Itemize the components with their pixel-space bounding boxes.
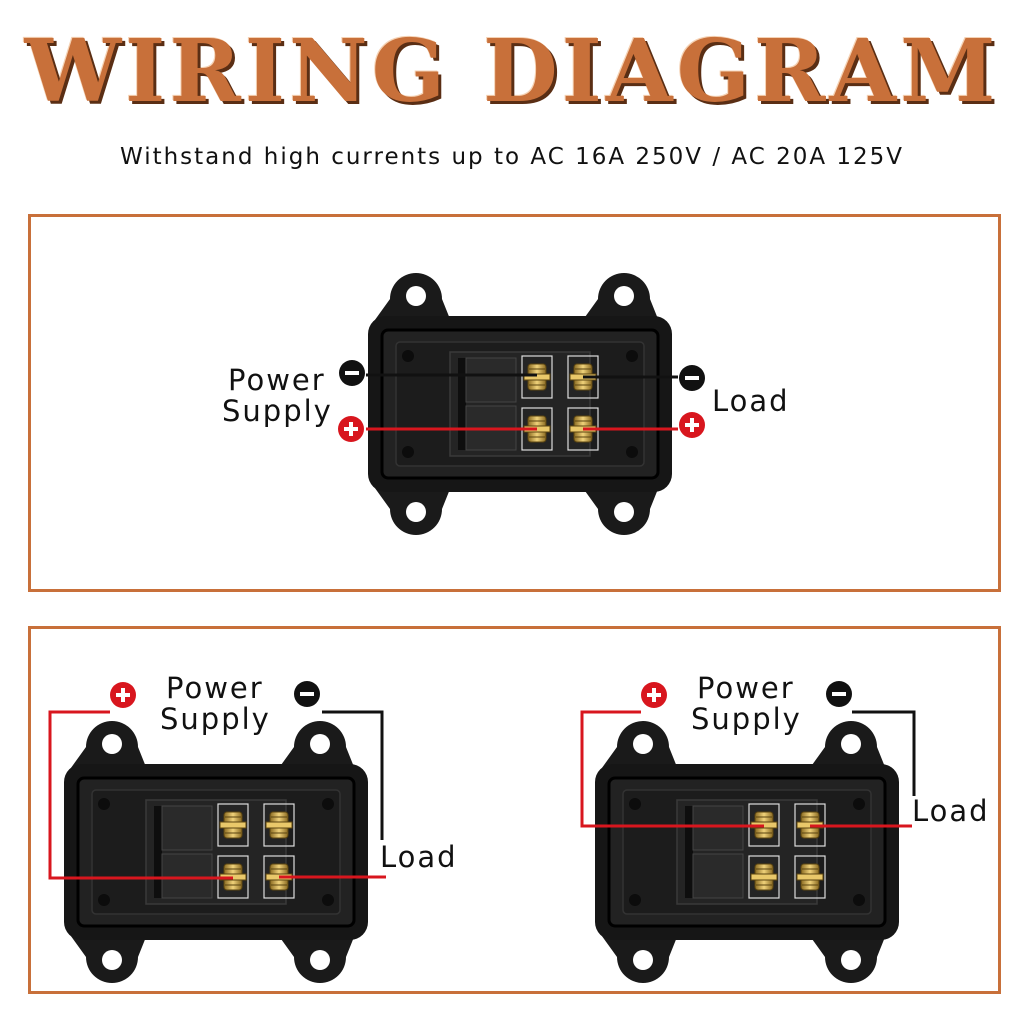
top-load-minus-icon: [679, 365, 705, 391]
bottom-left-switch-illustration: [64, 721, 368, 983]
bottom-left-negative-wire: [322, 710, 384, 840]
bottom-left-power-label: Power: [166, 671, 264, 705]
bottom-right-switch-illustration: [595, 721, 899, 983]
bottom-right-positive-wire: [580, 710, 764, 828]
bottom-right-minus-icon: [826, 681, 852, 707]
bottom-left-plus-icon: [110, 682, 136, 708]
bottom-right-load-label: Load: [912, 794, 990, 828]
top-supply-label: Supply: [222, 394, 333, 428]
bottom-left-minus-icon: [294, 681, 320, 707]
bottom-left-supply-label: Supply: [160, 702, 271, 736]
top-wiring-panel: [28, 214, 1001, 592]
top-supply-plus-icon: [338, 416, 364, 442]
diagram-title: WIRING DIAGRAM: [24, 21, 1000, 122]
rating-subtitle: Withstand high currents up to AC 16A 250…: [119, 144, 905, 170]
bottom-right-power-label: Power: [697, 671, 795, 705]
top-load-plus-icon: [679, 412, 705, 438]
bottom-left-positive-wire: [48, 710, 233, 880]
top-supply-minus-icon: [339, 360, 365, 386]
top-power-label: Power: [228, 363, 326, 397]
bottom-left-load-label: Load: [380, 840, 458, 874]
top-switch-illustration: [368, 273, 672, 535]
bottom-right-plus-icon: [641, 682, 667, 708]
bottom-right-negative-wire: [852, 710, 916, 796]
bottom-right-supply-label: Supply: [691, 702, 802, 736]
top-load-label: Load: [712, 384, 790, 418]
